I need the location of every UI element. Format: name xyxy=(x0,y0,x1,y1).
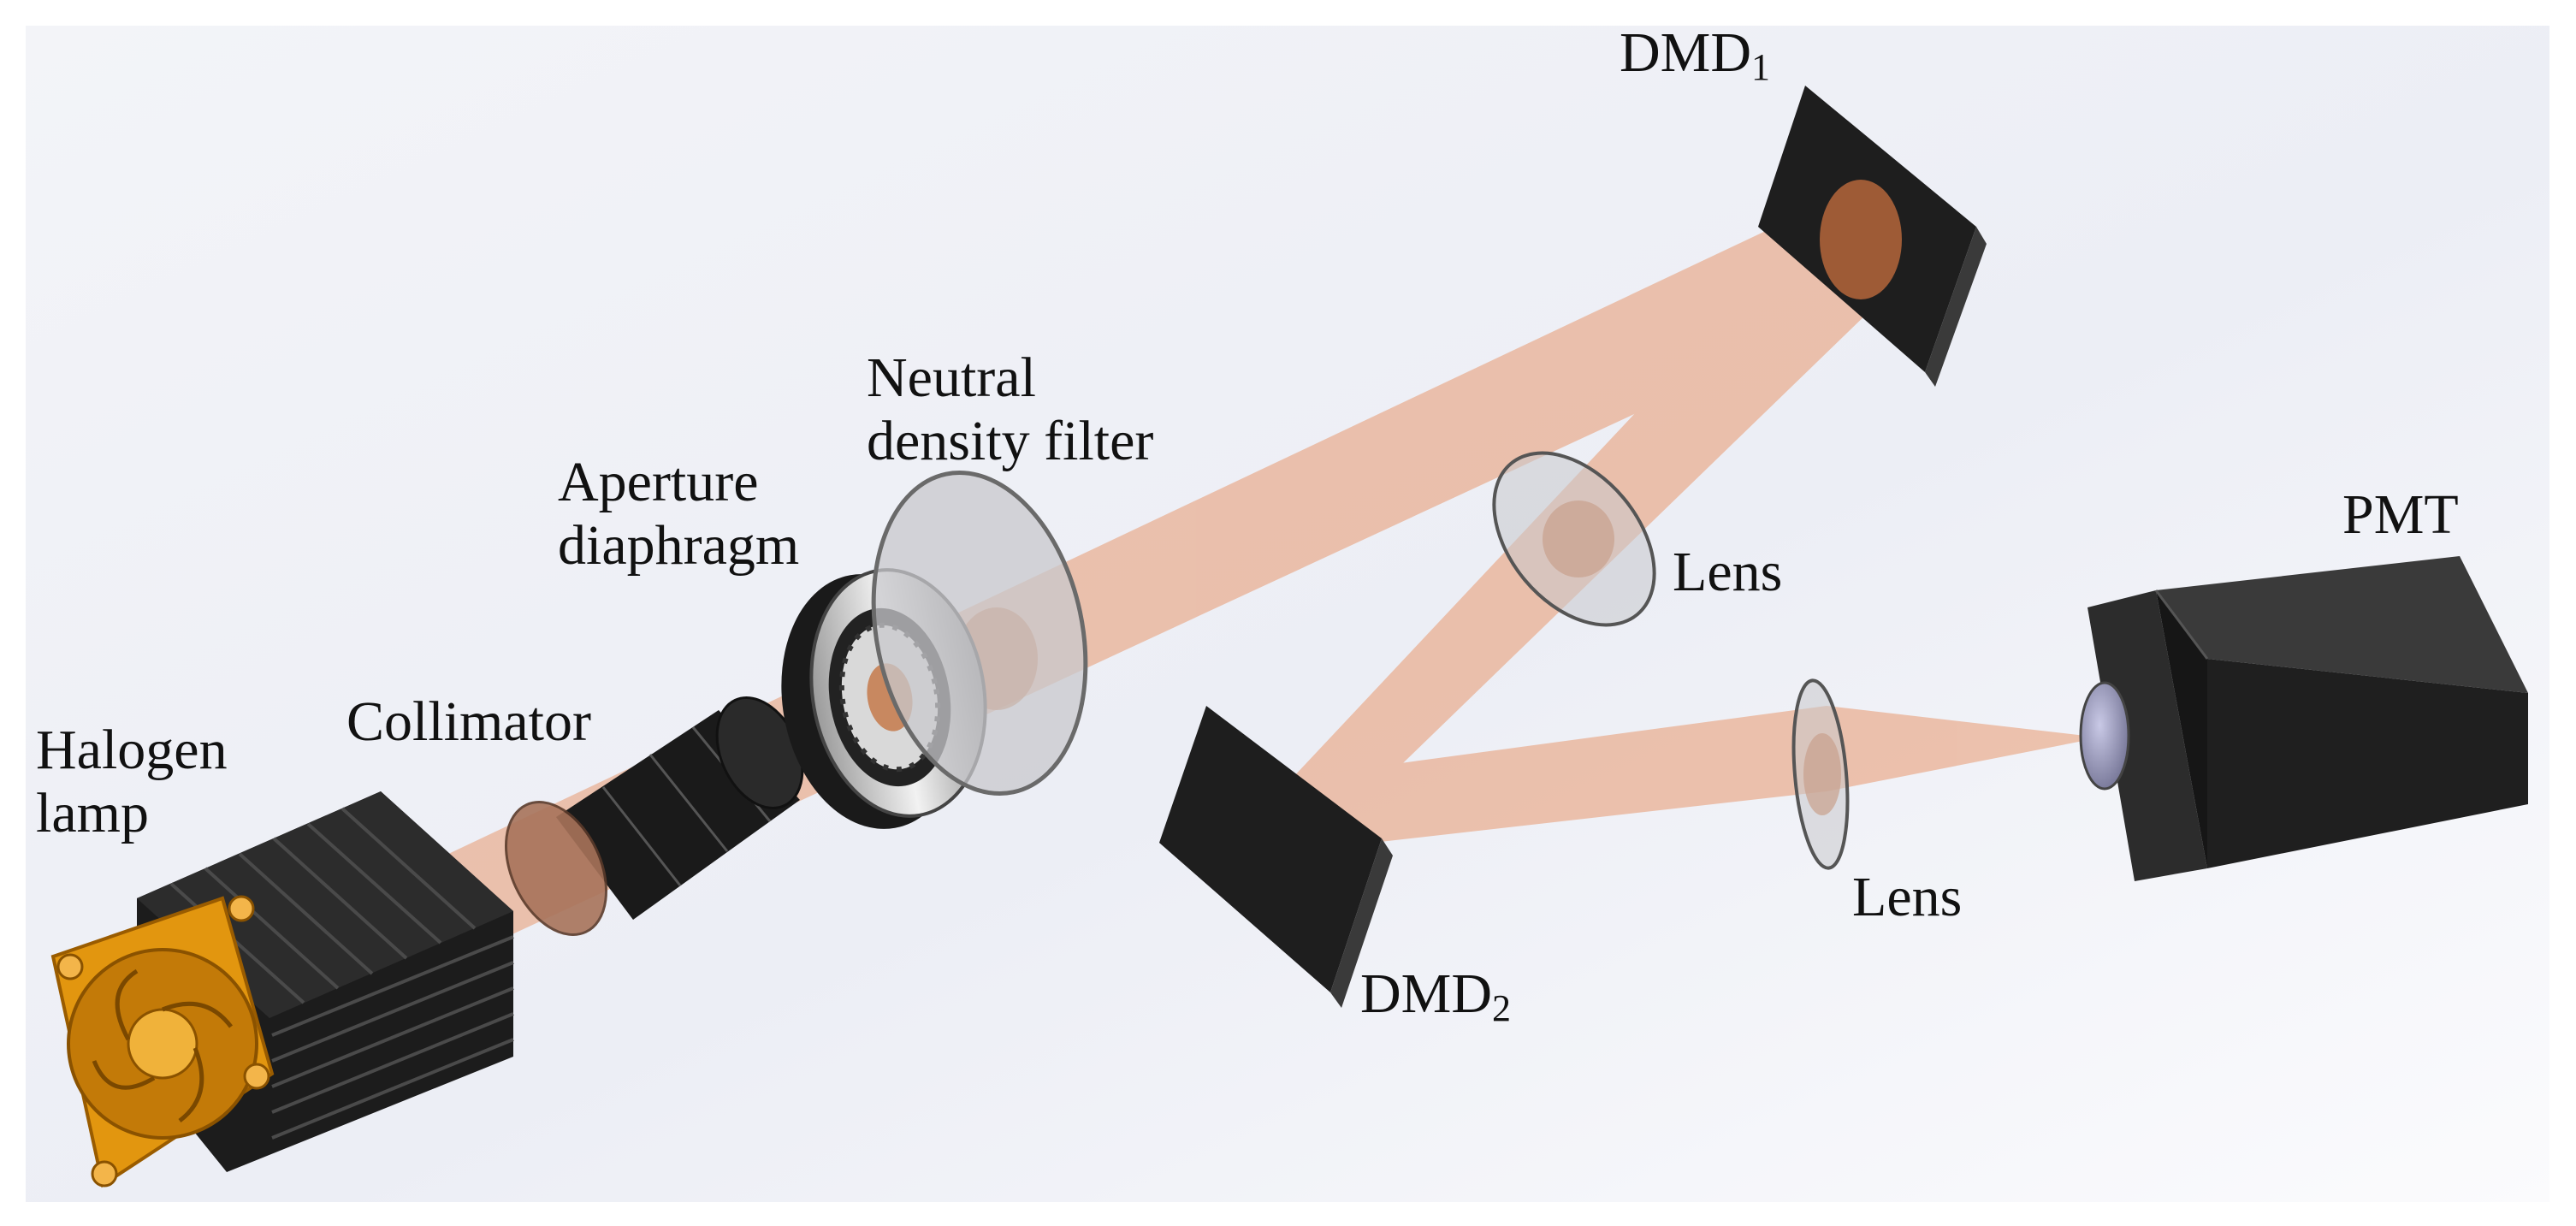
lamp-fan-icon xyxy=(50,895,275,1188)
collimator xyxy=(505,696,804,936)
label-halogen-lamp-line2: lamp xyxy=(36,781,149,844)
label-dmd1: DMD1 xyxy=(1620,21,1771,88)
label-upper-lens: Lens xyxy=(1673,541,1783,603)
dmd1-mirror xyxy=(1758,86,1987,387)
dmd2-mirror xyxy=(1159,706,1393,1008)
label-dmd1-base: DMD xyxy=(1620,21,1752,84)
upper-lens xyxy=(1492,451,1656,627)
label-nd-filter-line2: density filter xyxy=(867,409,1154,472)
label-lower-lens: Lens xyxy=(1852,866,1963,928)
label-halogen-lamp: Halogen lamp xyxy=(36,719,228,845)
label-dmd2-subscript: 2 xyxy=(1492,987,1512,1029)
label-nd-filter-line1: Neutral xyxy=(867,346,1036,409)
label-aperture-line1: Aperture xyxy=(558,451,759,513)
label-pmt: PMT xyxy=(2342,483,2459,546)
neutral-density-filter xyxy=(871,470,1088,797)
label-aperture-diaphragm: Aperture diaphragm xyxy=(558,451,799,577)
label-neutral-density-filter: Neutral density filter xyxy=(867,346,1153,473)
label-collimator: Collimator xyxy=(346,690,591,753)
label-dmd2: DMD2 xyxy=(1360,962,1512,1029)
label-aperture-line2: diaphragm xyxy=(558,513,800,577)
pmt-detector xyxy=(2079,556,2528,881)
label-dmd1-subscript: 1 xyxy=(1751,46,1771,88)
lower-lens xyxy=(1791,678,1850,870)
label-dmd2-base: DMD xyxy=(1360,962,1493,1025)
label-halogen-lamp-line1: Halogen xyxy=(36,719,228,781)
